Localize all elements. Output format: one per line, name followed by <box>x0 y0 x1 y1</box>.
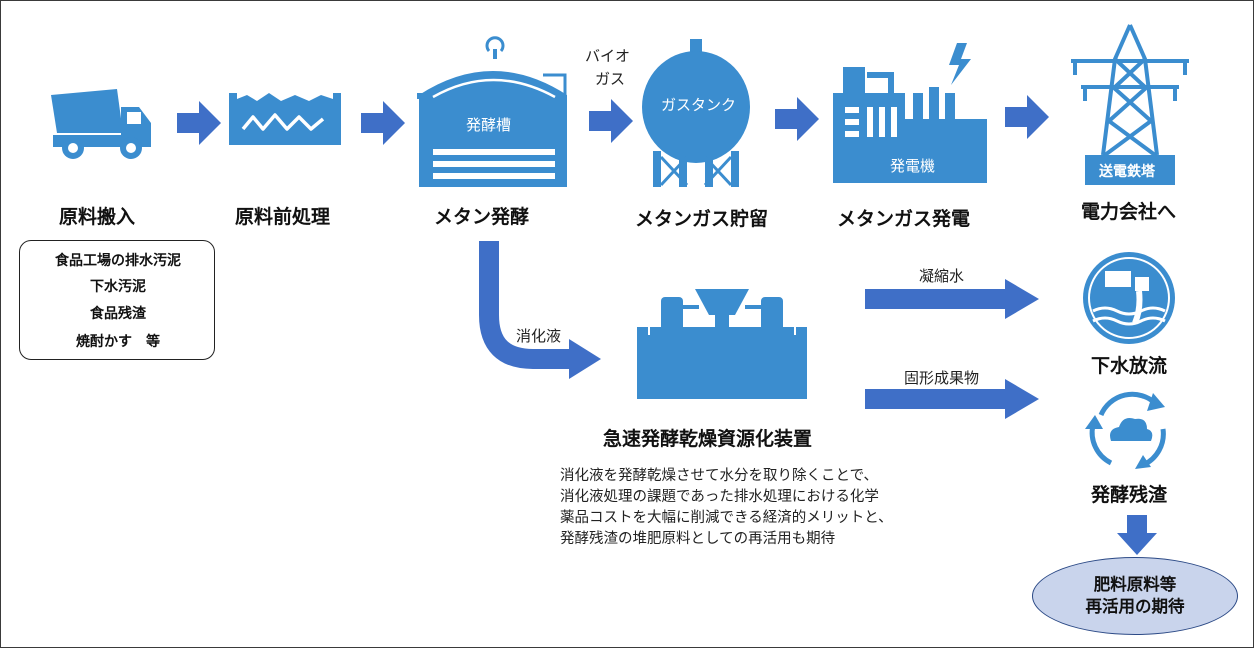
sewer-discharge-icon <box>1083 252 1175 344</box>
pretreatment-icon <box>229 93 341 145</box>
step-pretreatment: 原料前処理 <box>235 206 331 228</box>
feedstock-item: 食品工場の排水汚泥 <box>55 253 181 269</box>
description-line: 薬品コストを大幅に削減できる経済的メリットと、 <box>560 510 893 526</box>
sewer-discharge-label: 下水放流 <box>1091 355 1168 377</box>
arrow-right-icon <box>589 99 633 143</box>
description-line: 消化液処理の課題であった排水処理における化学 <box>560 489 879 505</box>
arrow-right-icon <box>1005 95 1049 139</box>
fermentation-tank-icon <box>417 36 567 187</box>
step-gas-power: メタンガス発電 <box>837 208 971 230</box>
dump-truck-icon <box>51 89 151 159</box>
solids-arrow <box>865 379 1039 419</box>
condensate-arrow <box>865 279 1039 319</box>
description-line: 発酵残渣の堆肥原料としての再活用も期待 <box>560 531 836 547</box>
step-raw-intake: 原料搬入 <box>59 206 136 228</box>
arrow-right-icon <box>775 97 819 141</box>
fermentation-residue-label: 発酵残渣 <box>1091 484 1168 506</box>
goal-line-1: 肥料原料等 <box>1093 575 1177 594</box>
condensate-label: 凝縮水 <box>919 267 965 285</box>
generator-icon <box>833 43 987 183</box>
feedstock-item: 下水汚泥 <box>90 279 146 295</box>
goal-ellipse <box>1032 557 1238 635</box>
description-line: 消化液を発酵乾燥させて水分を取り除くことで、 <box>560 468 878 484</box>
arrow-right-icon <box>177 101 221 145</box>
dryer-machine-icon <box>637 289 807 399</box>
step-gas-storage: メタンガス貯留 <box>635 208 769 230</box>
feedstock-box: 食品工場の排水汚泥 下水汚泥 食品残渣 焼酎かす 等 <box>19 240 215 360</box>
biogas-label-line-2: ガス <box>595 70 626 88</box>
arrow-down-icon <box>1117 515 1157 555</box>
dryer-label: 急速発酵乾燥資源化装置 <box>603 428 813 450</box>
gas-tank-label: ガスタンク <box>661 96 737 114</box>
goal-line-2: 再活用の期待 <box>1085 597 1185 616</box>
biogas-label-line-1: バイオ <box>585 47 631 65</box>
feedstock-item: 焼酎かす 等 <box>76 334 160 350</box>
step-to-utility: 電力会社へ <box>1081 201 1177 223</box>
feedstock-item: 食品残渣 <box>90 306 146 322</box>
digestate-label: 消化液 <box>516 327 562 345</box>
digestate-arrow <box>479 241 601 379</box>
gas-tank-icon <box>642 39 750 187</box>
generator-label: 発電機 <box>890 157 936 175</box>
fermenter-label: 発酵槽 <box>466 116 512 134</box>
solids-label: 固形成果物 <box>904 369 980 387</box>
transmission-tower-icon <box>1071 24 1189 185</box>
arrow-right-icon <box>361 101 405 145</box>
tower-label: 送電鉄塔 <box>1099 164 1155 180</box>
step-methane-fermentation: メタン発酵 <box>434 206 530 228</box>
recycle-cloud-icon <box>1085 391 1166 469</box>
